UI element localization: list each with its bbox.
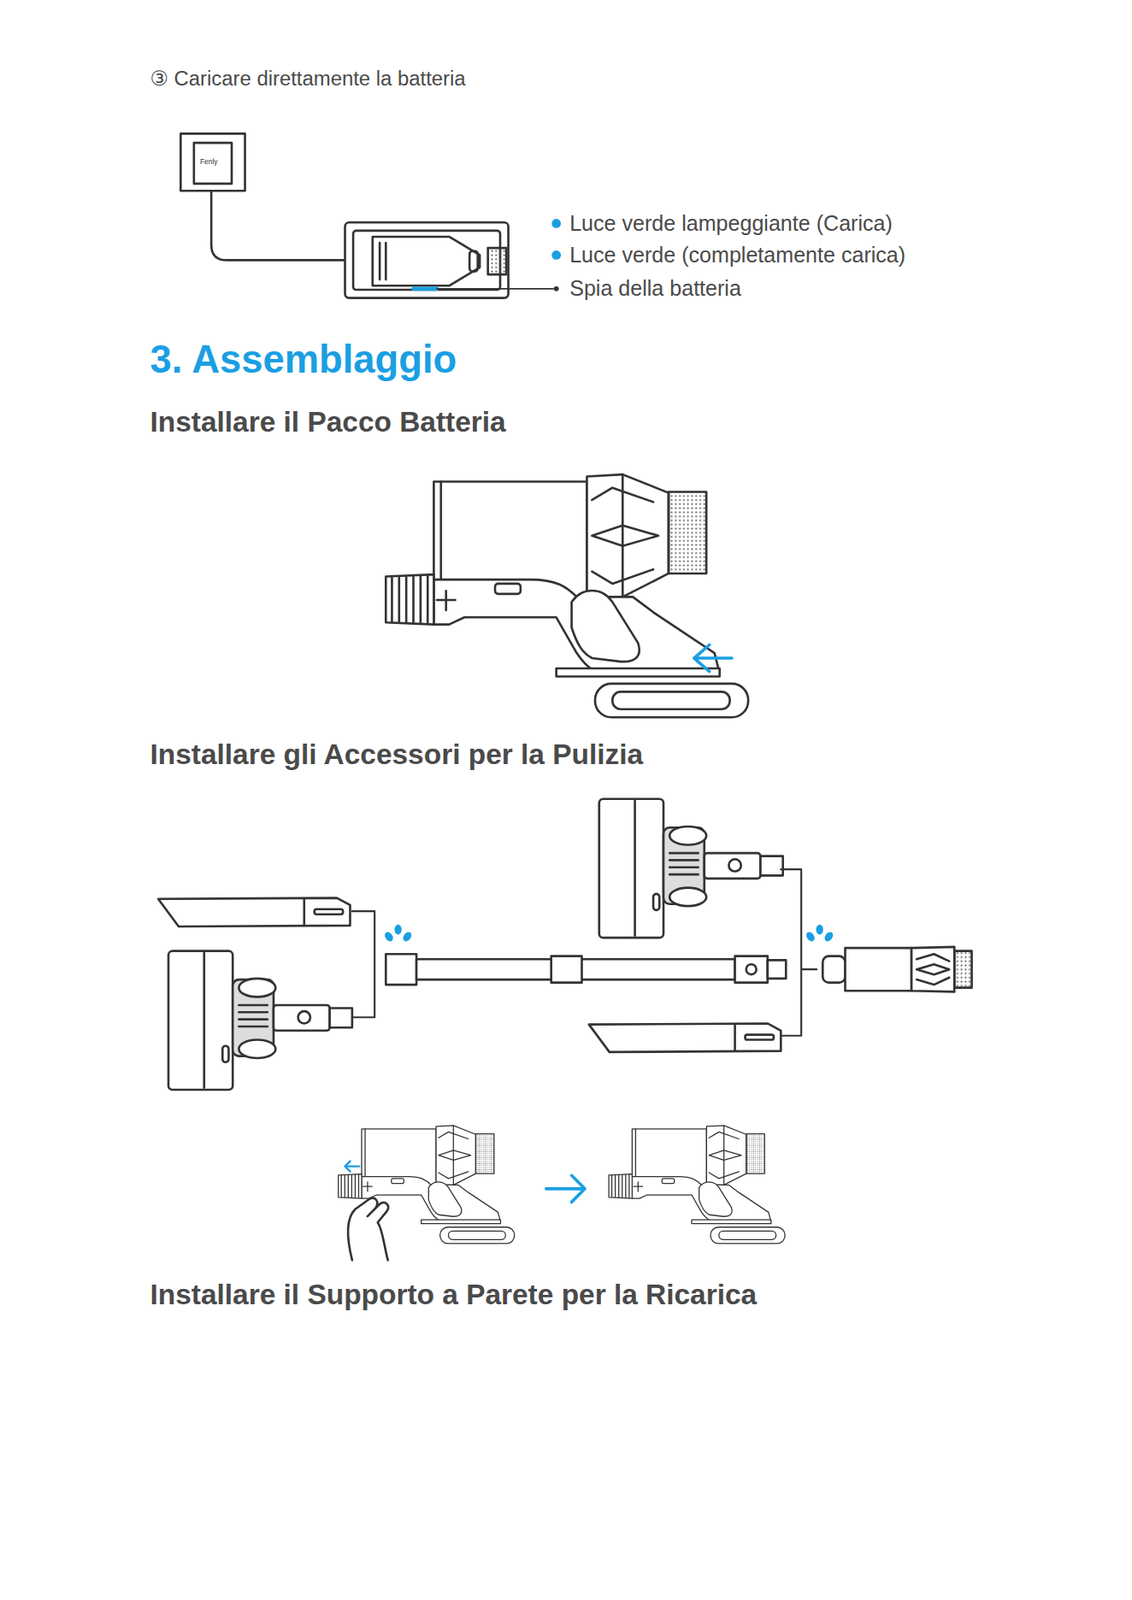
illustration bbox=[0, 0, 1132, 1341]
page: 3. Assemblaggio ③ Caricare direttamente l… bbox=[0, 0, 1132, 1341]
charging-cable bbox=[211, 190, 348, 260]
step-heading: ③ Caricare direttamente la batteria bbox=[149, 66, 466, 92]
sub-heading: Installare il Pacco Batteria bbox=[149, 405, 506, 440]
indicator-label: Luce verde lampeggiante (Carica) bbox=[569, 210, 893, 236]
hand bbox=[347, 1198, 389, 1262]
section-title: 3. Assemblaggio bbox=[149, 336, 457, 384]
vacuum-body bbox=[385, 474, 749, 718]
battery-pack bbox=[345, 222, 509, 298]
brand-mark: Fenly bbox=[200, 158, 218, 167]
sub-heading: Installare gli Accessori per la Pulizia bbox=[149, 737, 643, 773]
indicator-label: Spia della batteria bbox=[569, 275, 742, 301]
sub-heading: Installare il Supporto a Parete per la R… bbox=[149, 1278, 757, 1313]
indicator-label: Luce verde (completamente carica) bbox=[569, 241, 906, 268]
wall-adapter bbox=[180, 133, 245, 191]
